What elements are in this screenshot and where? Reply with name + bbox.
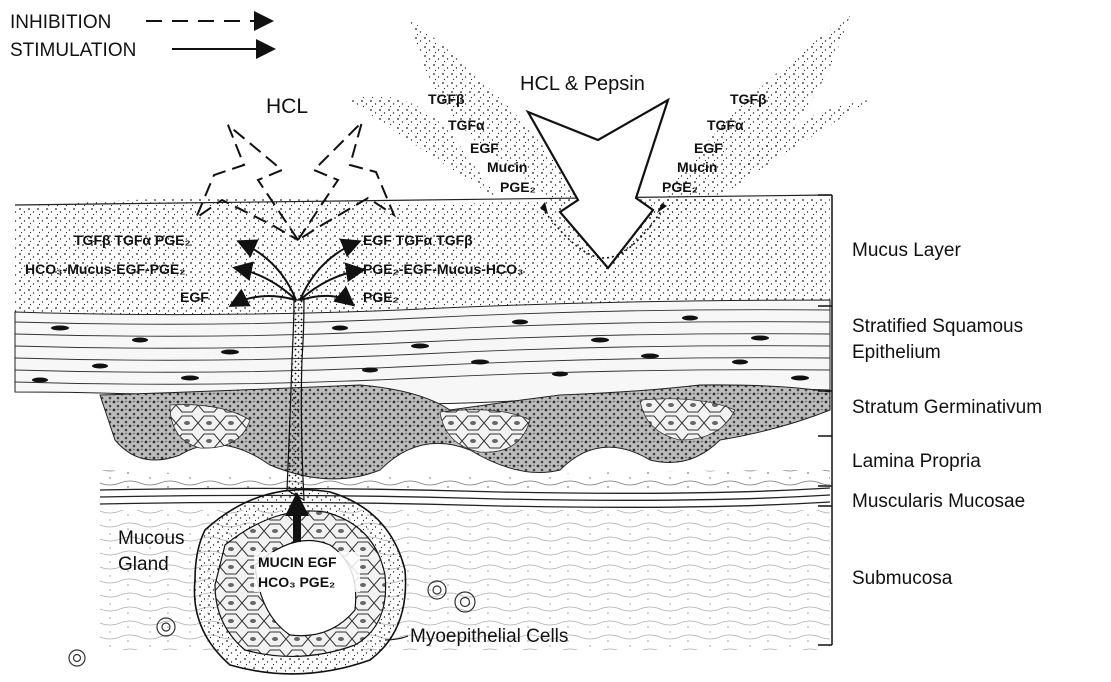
label-muscularis-mucosae: Muscularis Mucosae xyxy=(852,491,1025,512)
mucous-gland-label-line2: Gland xyxy=(118,554,169,575)
right-plume-tgfb: TGFβ xyxy=(730,91,767,107)
layer-labels: Mucus Layer Stratified Squamous Epitheli… xyxy=(852,240,1042,589)
legend: INHIBITION STIMULATION xyxy=(10,12,272,61)
duct-left-row1: TGFβ TGFα PGE₂ xyxy=(74,232,191,248)
legend-stimulation-label: STIMULATION xyxy=(10,40,136,61)
right-plume-tgfa: TGFα xyxy=(707,117,744,133)
duct-right-row1: EGF TGFα TGFβ xyxy=(363,232,473,248)
label-mucus-layer: Mucus Layer xyxy=(852,240,961,261)
muscularis-mucosae xyxy=(100,488,830,507)
mucous-gland-label-line1: Mucous xyxy=(118,528,185,549)
right-plume-mucin: Mucin xyxy=(677,159,717,175)
duct-left-row3: EGF xyxy=(180,289,209,305)
left-plume-mucin: Mucin xyxy=(487,159,527,175)
duct-right-row3: PGE₂ xyxy=(363,289,399,305)
mucus-layer xyxy=(15,198,830,315)
gland-secretion-line2: HCO₃ PGE₂ xyxy=(258,574,335,590)
myoepithelial-label: Myoepithelial Cells xyxy=(410,626,568,647)
left-plume-pge2: PGE₂ xyxy=(500,179,536,195)
lamina-propria xyxy=(100,470,830,490)
label-submucosa: Submucosa xyxy=(852,568,953,589)
hcl-label: HCL xyxy=(266,95,308,118)
label-stratum-germinativum: Stratum Germinativum xyxy=(852,397,1042,418)
label-squamous-line2: Epithelium xyxy=(852,342,941,363)
label-lamina-propria: Lamina Propria xyxy=(852,451,981,472)
right-plume-egf: EGF xyxy=(694,140,723,156)
duct-left-row2: HCO₃-Mucus-EGF-PGE₂ xyxy=(25,261,185,277)
duct-right-row2: PGE₂-EGF-Mucus-HCO₃ xyxy=(363,261,523,277)
hcl-pepsin-label: HCL & Pepsin xyxy=(520,73,645,95)
right-plume-pge2: PGE₂ xyxy=(662,179,698,195)
legend-inhibition-label: INHIBITION xyxy=(10,12,111,33)
label-squamous-line1: Stratified Squamous xyxy=(852,316,1023,337)
left-plume-tgfb: TGFβ xyxy=(428,91,465,107)
left-plume-egf: EGF xyxy=(470,140,499,156)
left-plume-tgfa: TGFα xyxy=(448,117,485,133)
gland-secretion-line1: MUCIN EGF xyxy=(258,554,337,570)
